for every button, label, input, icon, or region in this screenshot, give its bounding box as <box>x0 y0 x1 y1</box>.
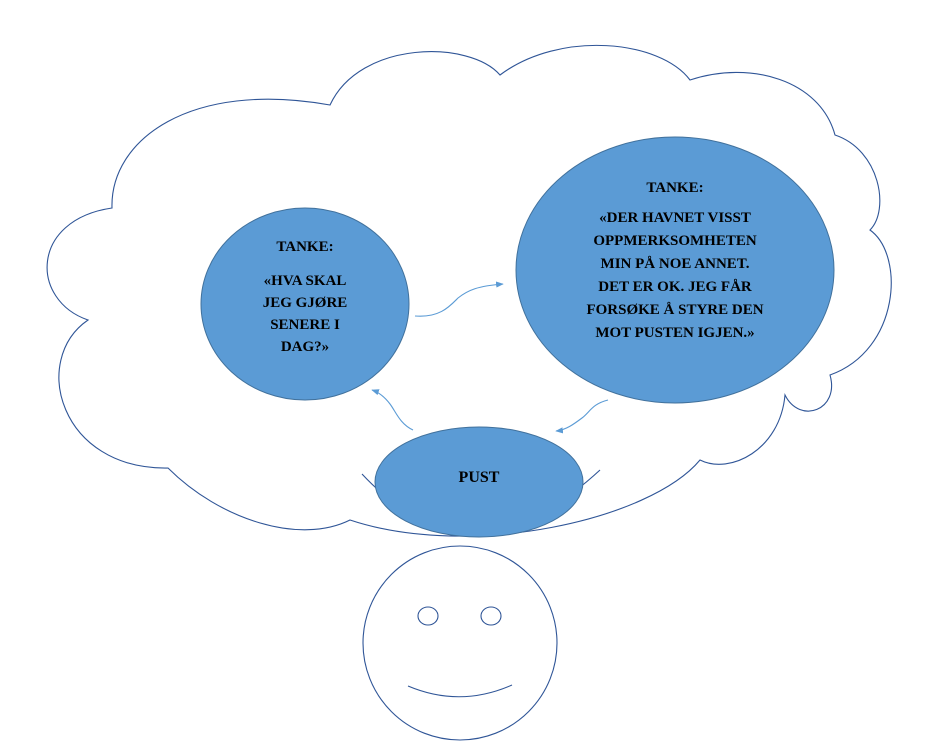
thought-right-line-3: MIN PÅ NOE ANNET. <box>601 256 750 272</box>
right-eye-icon <box>480 606 502 626</box>
thought-right-line-1: «DER HAVNET VISST <box>599 210 751 226</box>
thought-left-line-1: «HVA SKAL <box>264 273 347 289</box>
thought-right-line-2: OPPMERKSOMHETEN <box>593 233 757 249</box>
thought-left-line-3: SENERE I <box>270 317 340 333</box>
thought-right-line-6: MOT PUSTEN IGJEN.» <box>595 325 754 341</box>
arrow-left-to-right <box>414 281 504 317</box>
thought-bubble-right: TANKE: «DER HAVNET VISST OPPMERKSOMHETEN… <box>515 136 835 404</box>
thought-left-line-2: JEG GJØRE <box>263 295 348 311</box>
thought-right-heading: TANKE: <box>646 180 703 196</box>
smiley-face-icon <box>362 545 558 741</box>
breath-bubble: PUST <box>374 426 584 538</box>
smile-icon <box>407 684 513 698</box>
thought-right-line-5: FORSØKE Å STYRE DEN <box>586 302 763 318</box>
thought-right-line-4: DET ER OK. JEG FÅR <box>598 279 752 295</box>
thought-left-heading: TANKE: <box>276 239 333 255</box>
arrow-breath-to-left <box>371 389 414 431</box>
thought-left-line-4: DAG?» <box>281 339 329 355</box>
left-eye-icon <box>417 606 439 626</box>
thought-bubble-left: TANKE: «HVA SKAL JEG GJØRE SENERE I DAG?… <box>200 207 410 401</box>
arrow-right-to-breath <box>555 399 609 434</box>
breath-label: PUST <box>459 469 500 486</box>
